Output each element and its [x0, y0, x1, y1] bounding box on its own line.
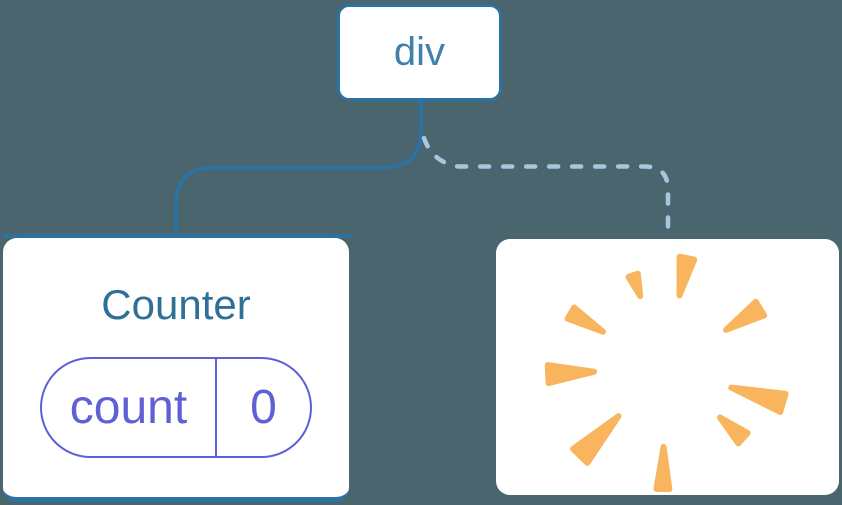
poof-ray: [728, 384, 789, 415]
poof-ray: [653, 444, 673, 493]
solid-connector-line: [2, 99, 423, 238]
counter-component-card: Counter count 0: [3, 238, 349, 502]
state-key-label: count: [69, 381, 188, 434]
poof-burst-icon: [544, 253, 789, 493]
poof-ray: [717, 414, 751, 447]
dashed-connector-line: [421, 135, 671, 241]
poof-ray: [544, 362, 598, 387]
poof-ray: [723, 298, 768, 333]
counter-card-title: Counter: [101, 281, 251, 328]
tree-node-div: div: [337, 4, 502, 101]
removed-component-card: [496, 239, 839, 495]
poof-ray: [564, 304, 606, 335]
state-value-label: 0: [250, 381, 277, 434]
state-pill-divider: [215, 359, 217, 456]
poof-ray: [676, 253, 698, 299]
poof-ray: [570, 413, 622, 466]
poof-ray: [625, 270, 644, 300]
tree-node-div-label: div: [393, 30, 446, 74]
state-pill: count 0: [40, 357, 312, 458]
